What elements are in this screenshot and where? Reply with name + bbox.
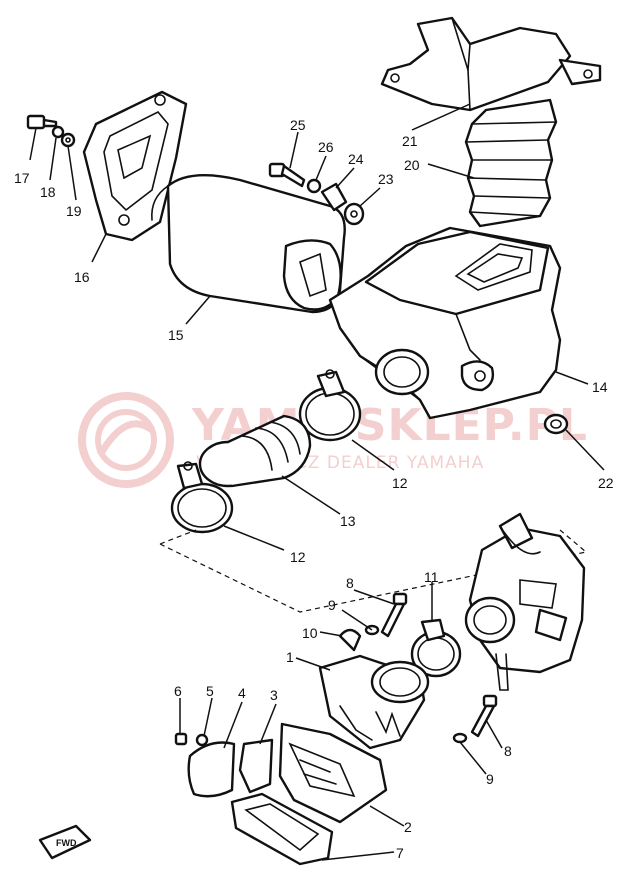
part-18-washer	[51, 125, 65, 139]
callout-13: 13	[340, 513, 356, 529]
part-25-bolt	[268, 162, 306, 188]
leader-lines	[29, 103, 605, 861]
callout-19: 19	[66, 203, 82, 219]
callout-8-upper: 8	[346, 575, 354, 591]
callout-23: 23	[378, 171, 394, 187]
part-24-collar	[320, 182, 348, 212]
part-9-washer-lower	[452, 732, 468, 744]
callout-3: 3	[270, 687, 278, 703]
part-20-intake-bellows	[464, 98, 558, 228]
callout-2: 2	[404, 819, 412, 835]
callout-10: 10	[302, 625, 318, 641]
part-16-side-plate	[82, 90, 188, 242]
part-11-carb-clamp	[410, 618, 462, 678]
part-17-bolt	[26, 114, 58, 130]
fwd-direction-badge: FWD	[38, 824, 92, 860]
callout-20: 20	[404, 157, 420, 173]
part-23-grommet	[343, 202, 365, 226]
callout-1: 1	[286, 649, 294, 665]
part-22-drain-plug	[543, 413, 569, 435]
part-7-gasket	[230, 792, 334, 866]
callout-5: 5	[206, 683, 214, 699]
part-5-washer	[195, 733, 209, 747]
part-19-grommet	[60, 132, 76, 148]
callout-25: 25	[290, 117, 306, 133]
callout-8-lower: 8	[504, 743, 512, 759]
callout-11: 11	[424, 569, 439, 585]
part-4-reed-petal	[187, 741, 236, 798]
part-8-bolt-lower	[470, 694, 498, 738]
callout-7: 7	[396, 845, 404, 861]
callout-labels: 17 18 19 16 15 25 26 24 23 21 20 14 22 1…	[14, 117, 614, 861]
part-1-intake-manifold	[318, 654, 430, 750]
callout-16: 16	[74, 269, 90, 285]
fwd-label: FWD	[56, 838, 77, 848]
grouping-dashed-line	[159, 529, 588, 613]
carburetor-assembly	[464, 512, 586, 691]
part-12-hose-clamp-upper	[298, 369, 362, 442]
callout-21: 21	[402, 133, 418, 149]
callout-22: 22	[598, 475, 614, 491]
callout-12-upper: 12	[392, 475, 408, 491]
callout-14: 14	[592, 379, 608, 395]
callout-17: 17	[14, 170, 30, 186]
part-3-reed-stopper	[238, 738, 274, 794]
part-21-air-duct-cover	[380, 16, 602, 112]
callout-9-lower: 9	[486, 771, 494, 787]
part-15-air-filter-element	[151, 174, 346, 314]
callout-9-upper: 9	[328, 597, 336, 613]
callout-15: 15	[168, 327, 184, 343]
part-10-clip	[338, 628, 362, 652]
callout-24: 24	[348, 151, 364, 167]
part-14-air-box	[328, 226, 562, 420]
part-26-washer	[306, 178, 322, 194]
part-2-reed-valve-assembly	[278, 722, 388, 824]
callout-12-lower: 12	[290, 549, 306, 565]
part-12-hose-clamp-lower	[170, 461, 234, 534]
part-6-screw	[174, 732, 188, 746]
callout-4: 4	[238, 685, 246, 701]
callout-18: 18	[40, 184, 56, 200]
part-8-bolt-upper	[380, 592, 408, 638]
part-13-joint-hose	[198, 414, 312, 488]
watermark-logo	[78, 392, 174, 488]
callout-26: 26	[318, 139, 334, 155]
callout-6: 6	[174, 683, 182, 699]
